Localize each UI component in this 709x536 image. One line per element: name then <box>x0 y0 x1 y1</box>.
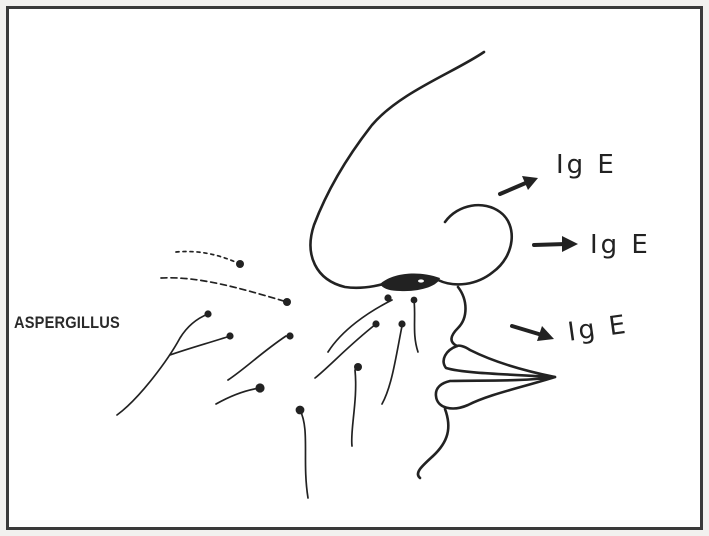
arrow-right-icon <box>512 326 554 341</box>
arrow-right-icon <box>534 236 578 252</box>
spore <box>372 320 379 327</box>
spore <box>384 294 391 301</box>
spore <box>226 332 233 339</box>
spore-tail <box>300 410 308 498</box>
spore-tail <box>161 278 287 302</box>
nose-outline <box>311 52 484 288</box>
spore-tail <box>414 300 418 352</box>
ige-label: Ig E <box>556 150 617 180</box>
chin-outline <box>418 409 448 478</box>
upper-lip-outline <box>451 287 465 346</box>
spore <box>398 320 405 327</box>
spore-tail <box>117 314 208 415</box>
nostril-wing-outline <box>438 205 512 284</box>
aspergillus-label: ASPERGILLUS <box>14 313 120 333</box>
spore <box>411 297 418 304</box>
spore-tail <box>352 370 356 446</box>
spore-tail <box>228 336 286 380</box>
spore-tail <box>328 300 392 352</box>
spore-tail <box>216 388 260 404</box>
upper-lip <box>444 346 555 377</box>
spore-tail <box>382 326 402 404</box>
spore <box>354 363 362 371</box>
spore <box>283 298 291 306</box>
spore <box>286 332 293 339</box>
spore <box>236 260 244 268</box>
arrow-right-icon <box>500 176 538 194</box>
spore-tail <box>176 252 240 265</box>
spore <box>204 310 211 317</box>
lower-lip <box>436 377 555 408</box>
spore <box>255 383 264 392</box>
ige-label: Ig E <box>590 230 651 260</box>
spore <box>296 406 305 415</box>
nostril-icon <box>380 273 440 291</box>
